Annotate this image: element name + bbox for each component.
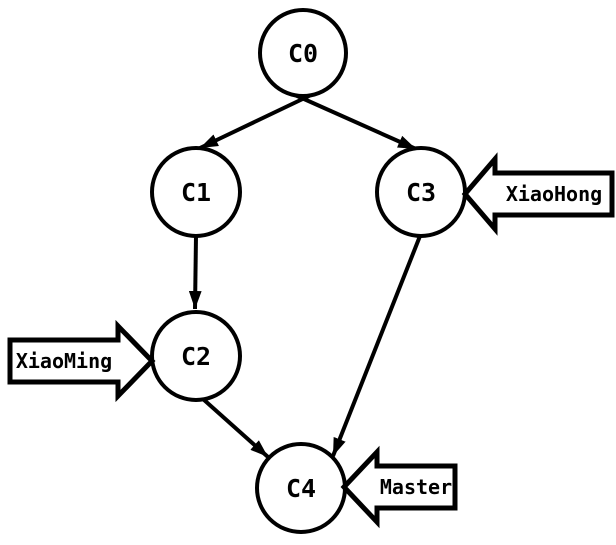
node-c0-circle	[258, 8, 348, 98]
xiaoming-pointer-label: XiaoMing	[16, 349, 112, 373]
pointer-group: XiaoMing XiaoHong Master	[7, 152, 615, 529]
node-c2-label: C2	[181, 342, 211, 371]
node-c0: C0	[258, 8, 348, 98]
node-c4: C4	[255, 442, 347, 534]
node-c2-circle	[150, 310, 242, 402]
node-c1-circle	[150, 146, 242, 238]
node-group: C0 C1 C2 C3 C4	[150, 8, 467, 534]
branch-pointer-master: Master	[340, 445, 458, 529]
xiaohong-pointer-label: XiaoHong	[506, 182, 602, 206]
edge-group	[188, 93, 422, 459]
node-c1-label: C1	[181, 178, 211, 207]
node-c3: C3	[375, 146, 467, 238]
xiaoming-block-arrow-icon	[7, 319, 156, 403]
edge-c2-c4	[201, 397, 270, 459]
node-c4-label: C4	[286, 474, 316, 503]
node-c0-label: C0	[288, 39, 318, 68]
xiaohong-block-arrow-icon	[461, 152, 615, 236]
node-c1: C1	[150, 146, 242, 238]
edge-c1-c2	[188, 235, 202, 310]
branch-pointer-xiaohong: XiaoHong	[461, 152, 615, 236]
edge-c0-c3	[294, 93, 417, 151]
master-pointer-label: Master	[380, 475, 452, 499]
edge-c3-c4	[331, 235, 422, 457]
node-c3-label: C3	[406, 178, 436, 207]
node-c2: C2	[150, 310, 242, 402]
master-block-arrow-icon	[340, 445, 458, 529]
edge-c0-c1	[199, 93, 312, 150]
branch-pointer-xiaoming: XiaoMing	[7, 319, 156, 403]
